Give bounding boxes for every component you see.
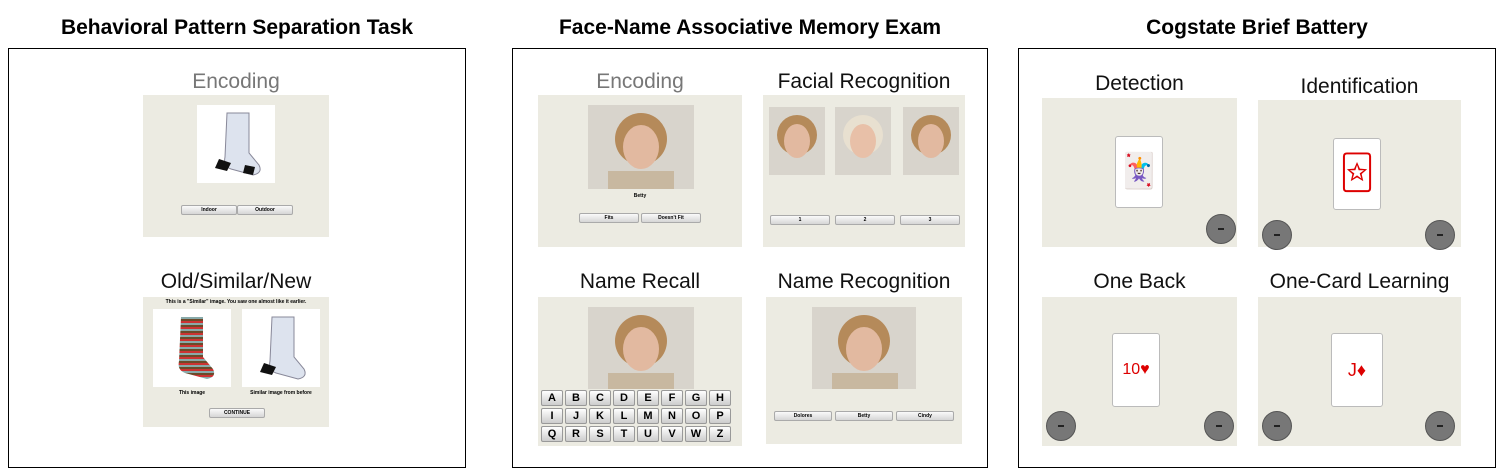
test-screen: This is a "Similar" image. You saw one a…: [143, 297, 329, 427]
no-button[interactable]: [1046, 411, 1076, 441]
similar-sock-image: [242, 309, 320, 387]
key-s[interactable]: S: [589, 426, 611, 442]
fn-encoding-label: Encoding: [596, 70, 684, 93]
panel-face-name: [512, 48, 988, 468]
key-k[interactable]: K: [589, 408, 611, 424]
joker-card: 🃟: [1333, 138, 1381, 210]
encoding-screen: Indoor Outdoor: [143, 95, 329, 237]
no-button[interactable]: [1262, 220, 1292, 250]
striped-sock-image: [153, 309, 231, 387]
panel-title-cogstate: Cogstate Brief Battery: [1146, 16, 1368, 39]
continue-button[interactable]: CONTINUE: [209, 408, 265, 418]
key-m[interactable]: M: [637, 408, 659, 424]
choice-3-button[interactable]: 3: [900, 215, 960, 225]
key-l[interactable]: L: [613, 408, 635, 424]
name-recognition-screen: Dolores Betty Cindy: [766, 297, 962, 444]
key-p[interactable]: P: [709, 408, 731, 424]
face-photo: [588, 307, 694, 389]
key-j[interactable]: J: [565, 408, 587, 424]
key-v[interactable]: V: [661, 426, 683, 442]
panel-pattern-separation: [8, 48, 466, 468]
yes-button[interactable]: [1425, 411, 1455, 441]
face-option-3[interactable]: [903, 107, 959, 175]
key-b[interactable]: B: [565, 390, 587, 406]
detection-screen: 🃏: [1042, 98, 1237, 247]
key-o[interactable]: O: [685, 408, 707, 424]
jack-of-diamonds-card: J♦: [1331, 333, 1383, 407]
one-back-label: One Back: [1093, 270, 1186, 293]
face-option-2[interactable]: [835, 107, 891, 175]
fits-button[interactable]: Fits: [579, 213, 639, 223]
facial-recognition-label: Facial Recognition: [777, 70, 951, 93]
key-a[interactable]: A: [541, 390, 563, 406]
key-g[interactable]: G: [685, 390, 707, 406]
outdoor-button[interactable]: Outdoor: [237, 205, 293, 215]
key-f[interactable]: F: [661, 390, 683, 406]
panel-title-pattern-separation: Behavioral Pattern Separation Task: [60, 16, 414, 39]
name-recognition-label: Name Recognition: [777, 270, 951, 293]
key-d[interactable]: D: [613, 390, 635, 406]
cindy-button[interactable]: Cindy: [896, 411, 954, 421]
face-photo: [812, 307, 916, 389]
one-card-learning-screen: J♦: [1258, 297, 1461, 446]
key-t[interactable]: T: [613, 426, 635, 442]
fn-encoding-screen: Betty Fits Doesn't Fit: [538, 95, 742, 247]
yes-button[interactable]: [1425, 220, 1455, 250]
key-u[interactable]: U: [637, 426, 659, 442]
doesnt-fit-button[interactable]: Doesn't Fit: [641, 213, 701, 223]
key-h[interactable]: H: [709, 390, 731, 406]
key-c[interactable]: C: [589, 390, 611, 406]
sock-image: [197, 105, 275, 183]
similar-image-caption: Similar image from before: [250, 390, 312, 396]
response-button[interactable]: [1206, 214, 1236, 244]
betty-button[interactable]: Betty: [835, 411, 893, 421]
old-similar-new-label: Old/Similar/New: [160, 270, 312, 293]
one-card-learning-label: One-Card Learning: [1269, 270, 1450, 293]
no-button[interactable]: [1262, 411, 1292, 441]
key-i[interactable]: I: [541, 408, 563, 424]
instruction-text: This is a "Similar" image. You saw one a…: [165, 299, 307, 305]
identification-screen: 🃟: [1258, 100, 1461, 250]
face-photo: [588, 105, 694, 189]
encoding-label: Encoding: [192, 70, 280, 93]
indoor-button[interactable]: Indoor: [181, 205, 237, 215]
yes-button[interactable]: [1204, 411, 1234, 441]
this-image-caption: This image: [178, 390, 206, 396]
panel-title-face-name: Face-Name Associative Memory Exam: [558, 16, 942, 39]
choice-1-button[interactable]: 1: [770, 215, 830, 225]
panel-cogstate: [1018, 48, 1496, 468]
key-e[interactable]: E: [637, 390, 659, 406]
key-w[interactable]: W: [685, 426, 707, 442]
detection-label: Detection: [1095, 72, 1184, 95]
face-option-1[interactable]: [769, 107, 825, 175]
name-recall-label: Name Recall: [579, 270, 701, 293]
key-z[interactable]: Z: [709, 426, 731, 442]
identification-label: Identification: [1300, 75, 1419, 98]
choice-2-button[interactable]: 2: [835, 215, 895, 225]
key-r[interactable]: R: [565, 426, 587, 442]
joker-card: 🃏: [1115, 136, 1163, 208]
dolores-button[interactable]: Dolores: [774, 411, 832, 421]
one-back-screen: 10♥: [1042, 297, 1237, 446]
key-n[interactable]: N: [661, 408, 683, 424]
facial-recognition-screen: 1 2 3: [763, 95, 965, 247]
face-name-text: Betty: [633, 193, 647, 199]
ten-of-hearts-card: 10♥: [1112, 333, 1160, 407]
key-q[interactable]: Q: [541, 426, 563, 442]
